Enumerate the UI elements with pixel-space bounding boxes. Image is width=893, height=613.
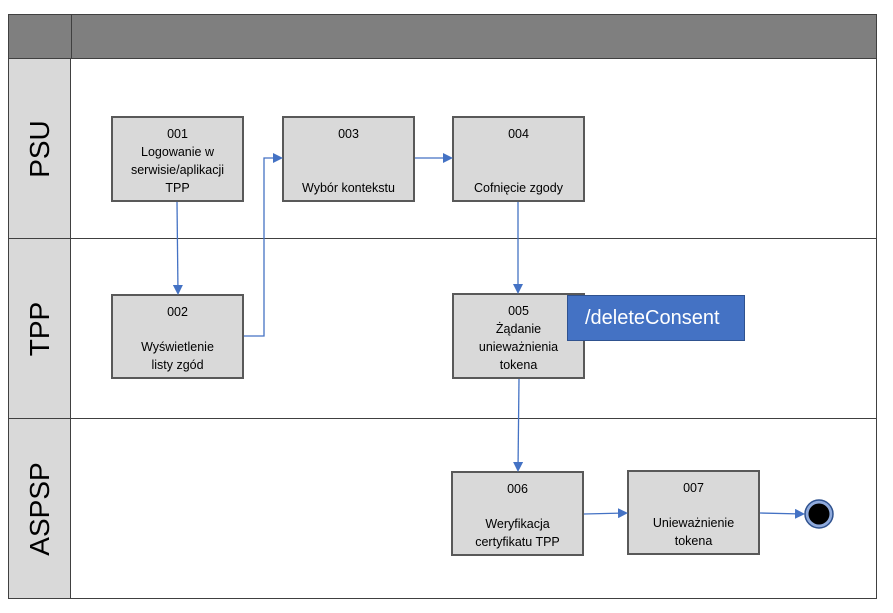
step-number: 001 [167, 127, 188, 141]
step-label: Weryfikacja certyfikatu TPP [475, 517, 560, 549]
lane-title-psu: PSU [23, 119, 55, 178]
lane-label-aspsp: ASPSP [9, 419, 71, 598]
lane-title-tpp: TPP [23, 301, 55, 356]
step-003-box[interactable]: 003 Wybór kontekstu [282, 116, 415, 202]
step-002-box[interactable]: 002 Wyświetlenie listy zgód [111, 294, 244, 379]
diagram-header-bar [8, 14, 877, 59]
step-004-box[interactable]: 004 Cofnięcie zgody [452, 116, 585, 202]
lane-tpp: TPP [8, 239, 877, 419]
step-number: 006 [507, 482, 528, 496]
step-number: 004 [508, 127, 529, 141]
step-006-box[interactable]: 006 Weryfikacja certyfikatu TPP [451, 471, 584, 556]
step-label: Unieważnienie tokena [652, 516, 735, 548]
step-label: Logowanie w serwisie/aplikacji TPP [130, 145, 225, 195]
step-005-box[interactable]: 005 Żądanie unieważnienia tokena [452, 293, 585, 379]
lane-label-psu: PSU [9, 59, 71, 238]
api-endpoint-badge[interactable]: /deleteConsent [567, 295, 745, 341]
header-divider [71, 15, 72, 58]
step-007-box[interactable]: 007 Unieważnienie tokena [627, 470, 760, 555]
step-number: 003 [338, 127, 359, 141]
lane-aspsp: ASPSP [8, 419, 877, 599]
lane-psu: PSU [8, 59, 877, 239]
lane-title-aspsp: ASPSP [23, 461, 55, 556]
step-number: 007 [683, 481, 704, 495]
step-number: 005 [508, 304, 529, 318]
step-label: Wybór kontekstu [302, 181, 395, 195]
step-label: Cofnięcie zgody [474, 181, 563, 195]
step-001-box[interactable]: 001 Logowanie w serwisie/aplikacji TPP [111, 116, 244, 202]
lane-label-tpp: TPP [9, 239, 71, 418]
step-number: 002 [167, 305, 188, 319]
step-label: Wyświetlenie listy zgód [141, 340, 214, 372]
step-label: Żądanie unieważnienia tokena [478, 322, 559, 372]
